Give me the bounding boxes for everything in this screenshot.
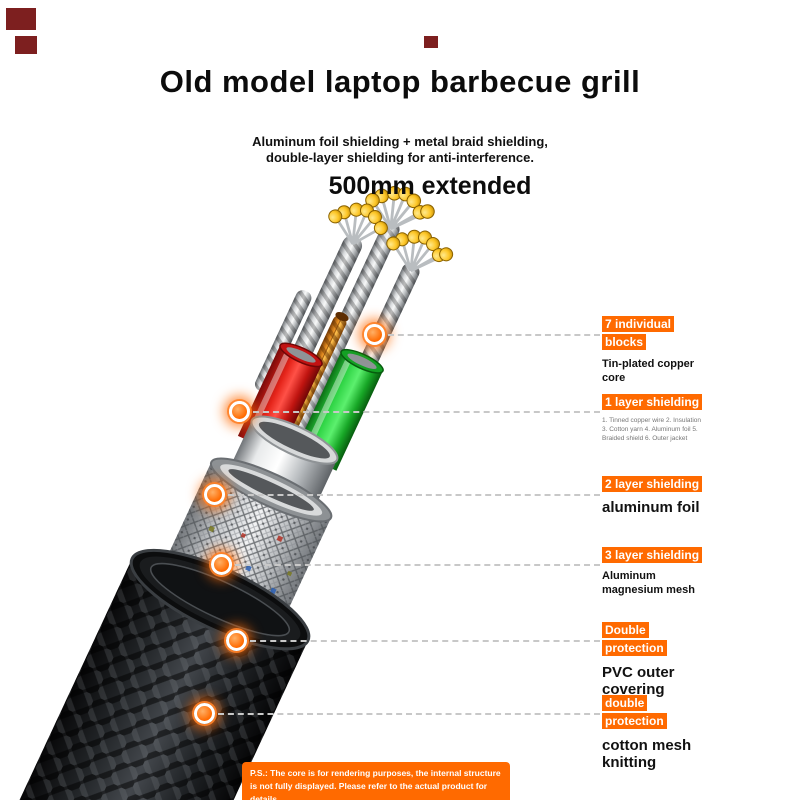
footnote: P.S.: The core is for rendering purposes…	[242, 762, 510, 800]
callout-line-2	[253, 411, 600, 413]
decor-square	[6, 8, 36, 30]
callout-caption: Aluminum magnesium mesh	[602, 570, 695, 597]
callout-2: 1 layer shielding 1. Tinned copper wire …	[602, 393, 708, 444]
callout-badge: Double protection	[602, 622, 667, 657]
callout-caption: 1. Tinned copper wire 2. Insulation 3. C…	[602, 417, 702, 442]
strand-tip-cluster	[328, 202, 388, 246]
callout-badge: 7 individual blocks	[602, 316, 675, 351]
layer-marker-6	[194, 703, 215, 724]
callout-caption: PVC outer covering	[602, 663, 675, 699]
strand-tip-cluster	[365, 185, 435, 231]
callout-5: Double protection PVC outer covering	[602, 621, 708, 698]
layer-marker-2	[229, 401, 250, 422]
silver-strand-bundles	[255, 220, 420, 432]
callout-badge: 1 layer shielding	[602, 394, 703, 410]
subtitle: Aluminum foil shielding + metal braid sh…	[0, 134, 800, 167]
subtitle-line1: Aluminum foil shielding + metal braid sh…	[252, 134, 548, 149]
callout-line-5	[250, 640, 600, 642]
callout-badge: double protection	[602, 695, 667, 730]
callout-caption: Tin-plated copper core	[602, 357, 695, 384]
subtitle-line2: double-layer shielding for anti-interfer…	[266, 150, 534, 166]
callout-6: double protection cotton mesh knitting	[602, 694, 708, 771]
callout-caption: cotton mesh knitting	[602, 736, 692, 772]
callout-4: 3 layer shielding Aluminum magnesium mes…	[602, 546, 708, 598]
layer-marker-3	[204, 484, 225, 505]
callout-badge: 2 layer shielding	[602, 476, 703, 492]
callout-line-4	[235, 564, 600, 566]
layer-marker-1	[364, 324, 385, 345]
callout-line-3	[228, 494, 600, 496]
strand-tip-cluster	[386, 229, 454, 273]
size-label: 500mm extended	[328, 172, 532, 200]
callout-line-1	[388, 334, 600, 336]
callout-line-6	[218, 713, 600, 715]
layer-marker-4	[211, 554, 232, 575]
callout-caption: aluminum foil	[602, 499, 700, 517]
layer-marker-5	[226, 630, 247, 651]
page-title: Old model laptop barbecue grill	[159, 64, 641, 99]
callout-1: 7 individual blocks Tin-plated copper co…	[602, 315, 708, 385]
decor-square	[15, 36, 37, 54]
decor-square	[424, 36, 438, 48]
callout-badge: 3 layer shielding	[602, 547, 703, 563]
callout-3: 2 layer shielding aluminum foil	[602, 475, 708, 517]
